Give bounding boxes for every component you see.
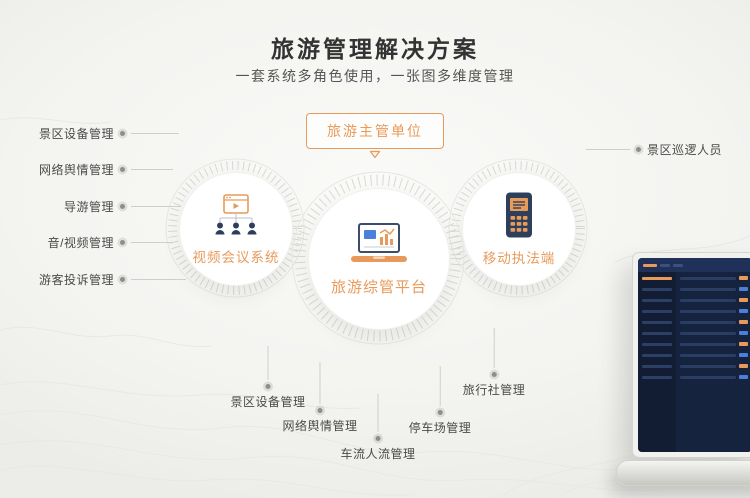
circle-ring — [291, 171, 465, 345]
leader-line — [131, 133, 179, 134]
left-module-row: 景区设备管理 — [30, 125, 179, 142]
module-label: 景区巡逻人员 — [647, 143, 723, 157]
leader-dot — [120, 167, 125, 172]
system-label: 移动执法端 — [482, 251, 556, 266]
module-label: 游客投诉管理 — [38, 273, 114, 287]
handheld-terminal-icon — [506, 192, 532, 238]
module-label: 网络舆情管理 — [282, 419, 358, 433]
dashboard-sidebar — [638, 272, 676, 452]
leader-line — [131, 206, 181, 207]
circle-ring — [448, 158, 588, 298]
left-module-row: 导游管理 — [30, 198, 181, 215]
dashboard-mockup — [616, 252, 750, 486]
module-label: 停车场管理 — [408, 421, 472, 435]
dashboard-body — [638, 272, 750, 452]
module-label: 景区设备管理 — [230, 395, 306, 409]
dashboard-screen — [638, 258, 750, 452]
bottom-module-row: 旅行社管理 — [463, 328, 526, 398]
leader-line — [319, 362, 321, 404]
module-label: 旅行社管理 — [462, 383, 526, 397]
leader-line — [377, 394, 379, 432]
left-module-row: 音/视频管理 — [30, 234, 173, 251]
leader-dot — [317, 408, 323, 413]
page-title: 旅游管理解决方案 — [271, 36, 479, 62]
leader-dot — [491, 372, 497, 377]
bottom-module-row: 景区设备管理 — [230, 346, 305, 410]
system-circle-mobile-enforcement: 移动执法端 — [448, 158, 588, 298]
leader-dot — [636, 147, 641, 152]
module-label: 音/视频管理 — [47, 236, 114, 250]
leader-line — [131, 279, 186, 280]
right-module-row: 景区巡逻人员 — [586, 141, 722, 158]
leader-dot — [375, 436, 381, 441]
leader-line — [131, 169, 173, 170]
page-subtitle: 一套系统多角色使用，一张图多维度管理 — [235, 68, 515, 84]
system-label: 视频会议系统 — [192, 250, 280, 265]
monitor-base — [616, 460, 750, 486]
leader-dot — [120, 277, 125, 282]
laptop-chart-icon — [351, 222, 407, 262]
circle-inner: 视频会议系统 — [179, 172, 293, 286]
leader-dot — [120, 204, 125, 209]
video-conference-icon — [215, 194, 257, 235]
left-module-row: 网络舆情管理 — [30, 161, 173, 178]
circle-inner: 旅游综管平台 — [308, 188, 450, 330]
monitor-frame — [632, 252, 750, 458]
down-arrow-icon — [369, 150, 381, 159]
leader-line — [493, 328, 495, 368]
module-label: 车流人流管理 — [340, 447, 416, 461]
leader-dot — [120, 131, 125, 136]
circle-inner: 移动执法端 — [462, 172, 576, 286]
dashboard-table — [676, 272, 750, 452]
module-label: 网络舆情管理 — [38, 163, 114, 177]
leader-dot — [437, 410, 443, 415]
leader-line — [267, 346, 269, 380]
leader-line — [439, 366, 441, 406]
leader-dot — [120, 240, 125, 245]
module-label: 景区设备管理 — [38, 127, 114, 141]
system-circle-video-conference: 视频会议系统 — [165, 158, 305, 298]
bottom-module-row: 停车场管理 — [409, 366, 472, 436]
leader-dot — [265, 384, 271, 389]
left-module-row: 游客投诉管理 — [30, 271, 186, 288]
dashboard-header — [638, 258, 750, 272]
bottom-module-row: 网络舆情管理 — [282, 362, 357, 434]
system-label: 旅游综管平台 — [330, 278, 427, 296]
authority-badge: 旅游主管单位 — [306, 113, 444, 149]
leader-line — [131, 242, 173, 243]
leader-line — [586, 149, 630, 150]
system-circle-platform: 旅游综管平台 — [291, 171, 465, 345]
module-label: 导游管理 — [63, 200, 114, 214]
bottom-module-row: 车流人流管理 — [340, 394, 415, 462]
